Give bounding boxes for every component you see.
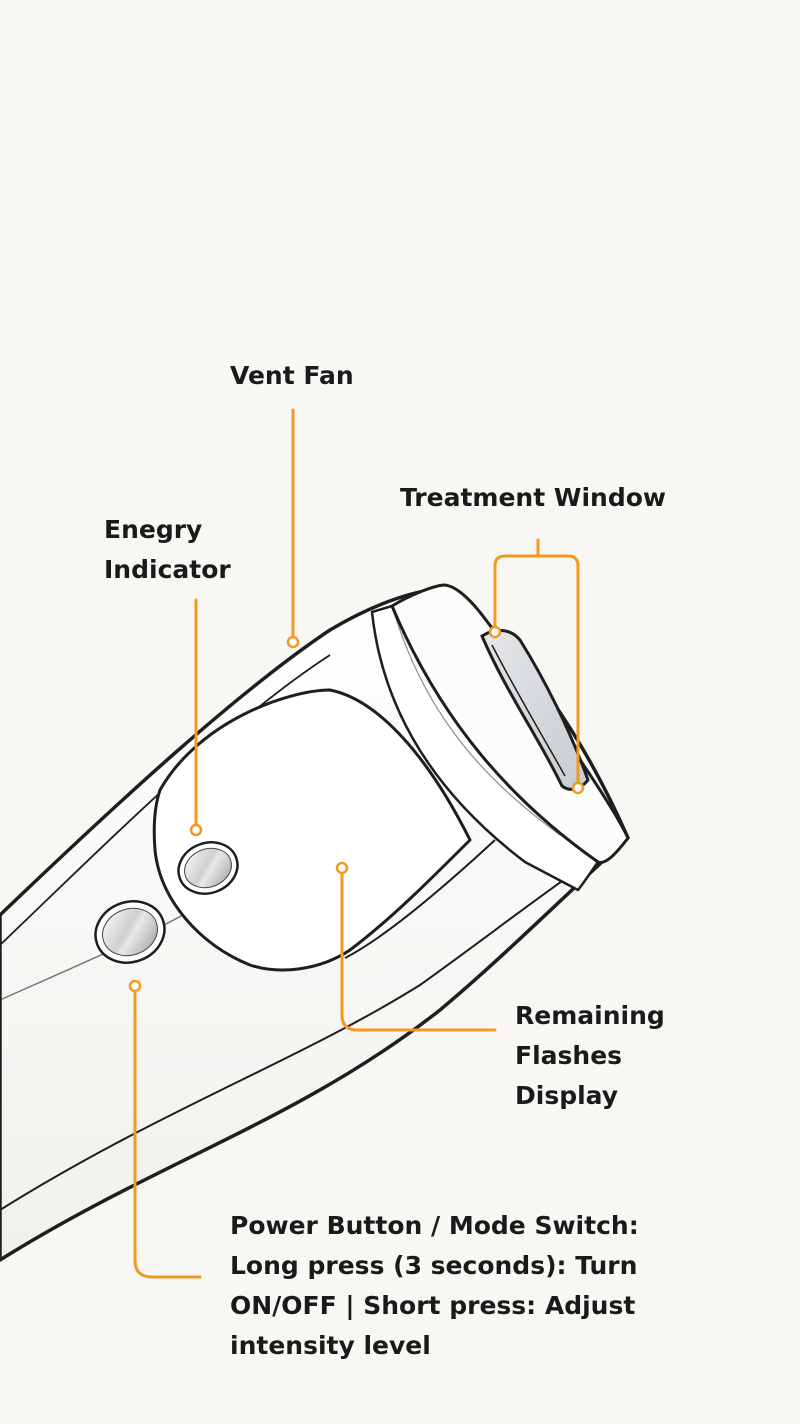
label-power-button-line-2: Long press (3 seconds): Turn [230,1251,638,1280]
power-button-icon [94,900,166,964]
label-energy-indicator-line-1: Enegry [104,515,203,544]
marker-energy-indicator [189,823,203,837]
marker-flashes-display [335,861,349,875]
label-remaining-flashes-line-1: Remaining [515,1001,665,1030]
label-energy-indicator-line-2: Indicator [104,555,231,584]
label-remaining-flashes-display: Remaining Flashes Display [515,996,665,1116]
label-power-button: Power Button / Mode Switch: Long press (… [230,1206,639,1366]
head-cap [390,583,630,865]
label-vent-fan: Vent Fan [230,356,354,396]
label-treatment-window: Treatment Window [400,478,666,518]
callout-lines [133,408,580,1279]
callout-flashes-display [340,870,497,1032]
flashes-display-panel [152,688,496,972]
callout-markers [128,625,585,993]
label-energy-indicator: Enegry Indicator [104,510,231,590]
label-vent-fan-line: Vent Fan [230,361,354,390]
energy-indicator-icon [177,841,239,895]
label-power-button-line-1: Power Button / Mode Switch: [230,1211,639,1240]
label-remaining-flashes-line-2: Flashes [515,1041,623,1070]
label-power-button-line-4: intensity level [230,1331,431,1360]
label-treatment-window-line: Treatment Window [400,483,666,512]
marker-power-button [128,979,142,993]
marker-window-top [488,625,502,639]
treatment-window-lens [480,629,590,791]
marker-window-bottom [571,781,585,795]
marker-vent-fan [286,635,300,649]
label-remaining-flashes-line-3: Display [515,1081,619,1110]
callout-power-button [133,988,202,1279]
label-power-button-line-3: ON/OFF | Short press: Adjust [230,1291,636,1320]
callout-treatment-window [493,538,580,788]
